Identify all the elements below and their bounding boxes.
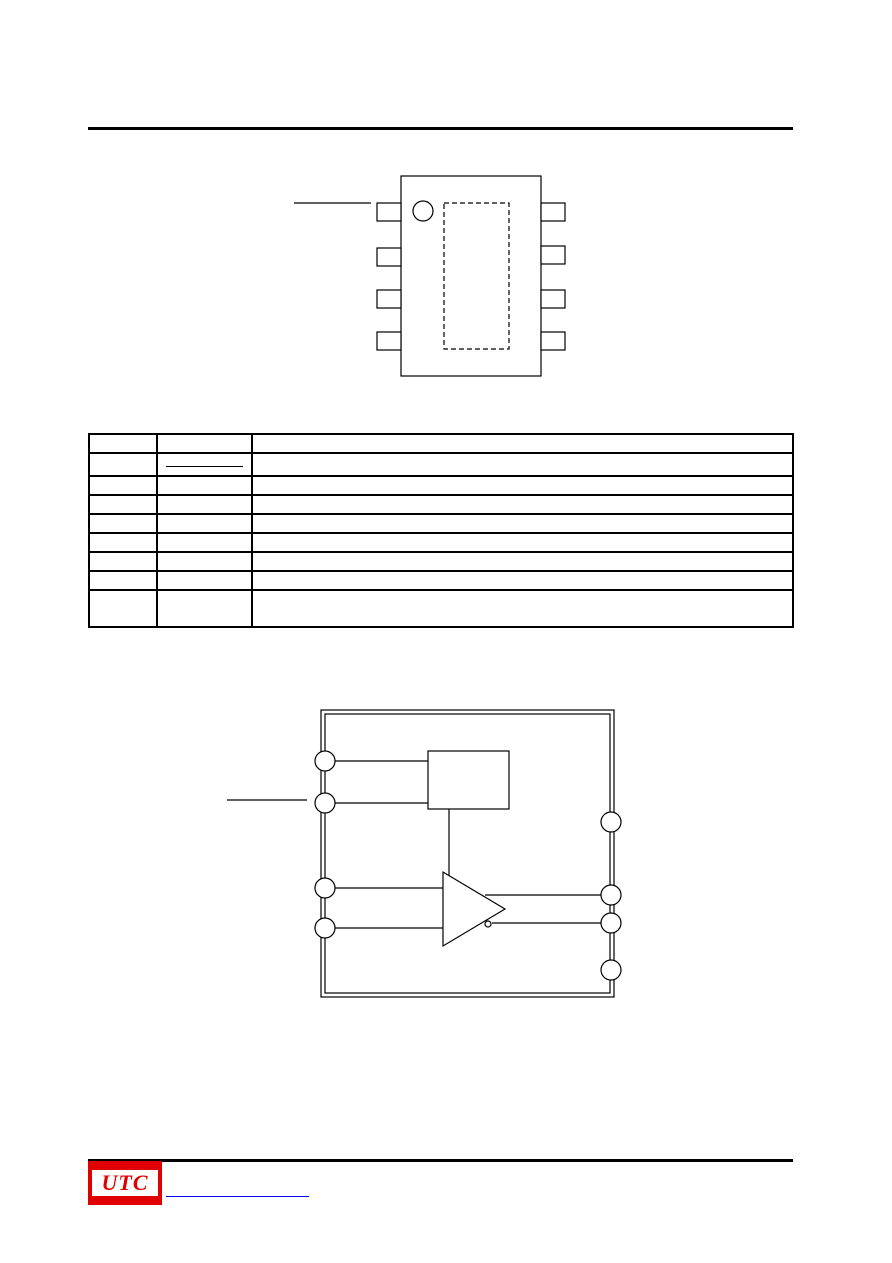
table-row [88, 475, 794, 496]
table-row [88, 589, 794, 628]
block-pin-left-4 [314, 917, 336, 939]
pin-7 [540, 245, 566, 265]
block-diagram [227, 709, 622, 998]
table-row [88, 513, 794, 534]
block-pin-left-3 [314, 877, 336, 899]
utc-logo-text: UTC [92, 1170, 158, 1196]
pin-2 [376, 247, 402, 267]
pin1-dot [412, 200, 434, 222]
pin-description-table [88, 433, 794, 628]
block-inner-frame [324, 713, 611, 994]
footer-rule [88, 1159, 793, 1162]
pin-3 [376, 289, 402, 309]
pin-5 [540, 331, 566, 351]
block-pin-left-1 [314, 750, 336, 772]
table-row [88, 570, 794, 591]
pin-4 [376, 331, 402, 351]
exposed-pad-outline [443, 202, 510, 350]
pin-1 [376, 202, 402, 222]
block-pin-right-4 [600, 959, 622, 981]
table-row [88, 452, 794, 477]
table-header-row [88, 433, 794, 454]
block-pin-left-2 [314, 792, 336, 814]
table-row [88, 551, 794, 572]
block-outer-frame [320, 709, 615, 998]
block-pin-right-3 [600, 912, 622, 934]
control-block [427, 750, 510, 810]
pin-8 [540, 202, 566, 222]
utc-logo: UTC [88, 1161, 162, 1205]
table-row [88, 494, 794, 515]
block-pin-right-2 [600, 884, 622, 906]
block-pin-right-1 [600, 811, 622, 833]
header-rule [88, 127, 793, 130]
pin-6 [540, 289, 566, 309]
pin-configuration-diagram [294, 175, 566, 377]
inverting-output-bubble [484, 920, 492, 928]
overbar [166, 466, 243, 467]
website-link[interactable] [166, 1196, 309, 1197]
table-row [88, 532, 794, 553]
amplifier-triangle [442, 870, 507, 948]
